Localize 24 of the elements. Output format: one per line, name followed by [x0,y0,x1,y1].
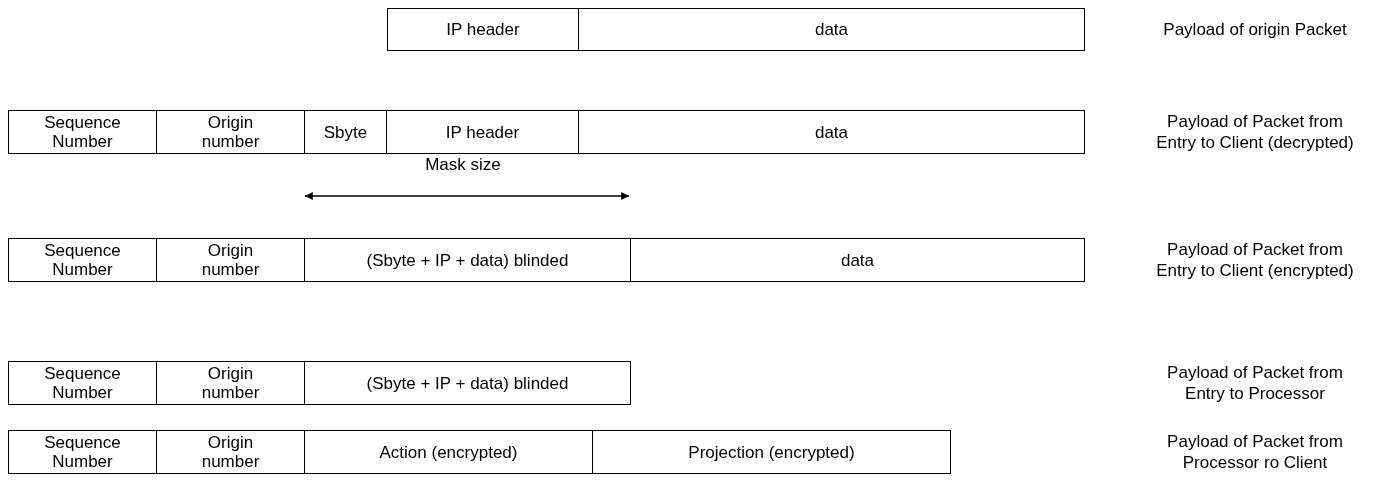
dimension-label: Mask size [424,154,502,175]
packet-field: Origin number [156,361,305,405]
packet-field: Sequence Number [8,430,157,474]
packet-field: Origin number [156,430,305,474]
packet-field: data [578,110,1085,154]
packet-field: IP header [387,8,579,51]
row-caption: Payload of Packet from Processor ro Client [1166,431,1344,473]
packet-field: Origin number [156,238,305,282]
packet-field: (Sbyte + IP + data) blinded [304,238,631,282]
packet-field: Projection (encrypted) [592,430,951,474]
packet-field: Sequence Number [8,110,157,154]
packet-field: data [578,8,1085,51]
packet-field: Sbyte [304,110,387,154]
packet-field: Origin number [156,110,305,154]
packet-field: Action (encrypted) [304,430,593,474]
packet-field: Sequence Number [8,361,157,405]
packet-field: IP header [386,110,579,154]
packet-field: data [630,238,1085,282]
row-caption: Payload of Packet from Entry to Client (decrypted) [1155,111,1355,153]
packet-field: Sequence Number [8,238,157,282]
packet-field: (Sbyte + IP + data) blinded [304,361,631,405]
row-caption: Payload of Packet from Entry to Client (encrypted) [1155,239,1355,281]
row-caption: Payload of origin Packet [1162,19,1348,40]
row-caption: Payload of Packet from Entry to Processor [1166,362,1344,404]
